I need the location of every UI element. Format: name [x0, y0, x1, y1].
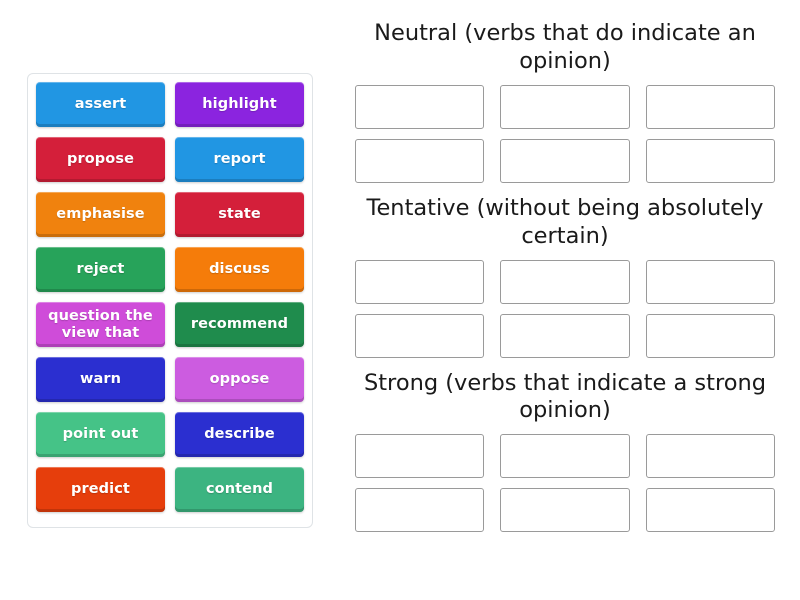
dropzone[interactable] — [355, 434, 485, 479]
word-tile[interactable]: emphasise — [36, 192, 165, 237]
dropzone[interactable] — [500, 259, 630, 304]
dropzone[interactable] — [500, 434, 630, 479]
dropzone-grid — [345, 84, 785, 183]
word-tile-label: highlight — [202, 96, 277, 113]
category-strong: Strong (verbs that indicate a strong opi… — [345, 370, 785, 533]
dropzone[interactable] — [645, 138, 775, 183]
dropzone[interactable] — [500, 313, 630, 358]
word-tile[interactable]: reject — [36, 247, 165, 292]
word-tile[interactable]: describe — [175, 412, 304, 457]
dropzone[interactable] — [355, 138, 485, 183]
word-tile[interactable]: discuss — [175, 247, 304, 292]
dropzone[interactable] — [355, 259, 485, 304]
word-tile[interactable]: assert — [36, 82, 165, 127]
word-tile[interactable]: recommend — [175, 302, 304, 347]
word-tile-panel: assert highlight propose report emphasise sta… — [27, 73, 313, 528]
category-neutral: Neutral (verbs that do indicate an opini… — [345, 20, 785, 183]
word-tile[interactable]: question the view that — [36, 302, 165, 347]
word-tile-label: contend — [205, 481, 274, 498]
word-tile-label: report — [213, 151, 266, 168]
word-tile-label: recommend — [190, 316, 289, 333]
dropzone[interactable] — [355, 313, 485, 358]
dropzone-grid — [345, 259, 785, 358]
dropzone[interactable] — [645, 434, 775, 479]
category-title: Tentative (without being absolutely cert… — [366, 194, 764, 249]
word-tile-label: point out — [62, 426, 139, 443]
word-tile-label: oppose — [209, 371, 270, 388]
word-tile-label: state — [218, 206, 261, 223]
dropzone[interactable] — [645, 259, 775, 304]
word-tile-label: question the view that — [48, 308, 153, 341]
category-title: Strong (verbs that indicate a strong opi… — [363, 369, 767, 424]
word-tile-label: propose — [67, 151, 134, 168]
word-tile-label: assert — [74, 96, 127, 113]
dropzone[interactable] — [645, 488, 775, 533]
word-tile[interactable]: predict — [36, 467, 165, 512]
word-tile[interactable]: warn — [36, 357, 165, 402]
word-tile-label: warn — [79, 371, 122, 388]
dropzone[interactable] — [500, 488, 630, 533]
dropzone[interactable] — [355, 488, 485, 533]
word-tile[interactable]: point out — [36, 412, 165, 457]
word-tile[interactable]: oppose — [175, 357, 304, 402]
dropzone[interactable] — [645, 313, 775, 358]
dropzone[interactable] — [500, 84, 630, 129]
category-list: Neutral (verbs that do indicate an opini… — [345, 20, 785, 544]
word-tile-label: describe — [204, 426, 275, 443]
dropzone-grid — [345, 434, 785, 533]
word-tile[interactable]: contend — [175, 467, 304, 512]
word-tile-label: reject — [76, 261, 125, 278]
dropzone[interactable] — [355, 84, 485, 129]
word-tile-label: discuss — [209, 261, 270, 278]
word-tile-label: emphasise — [56, 206, 145, 223]
word-tile[interactable]: report — [175, 137, 304, 182]
word-tile[interactable]: state — [175, 192, 304, 237]
category-title: Neutral (verbs that do indicate an opini… — [374, 20, 756, 74]
dropzone[interactable] — [500, 138, 630, 183]
category-tentative: Tentative (without being absolutely cert… — [345, 195, 785, 358]
word-tile-label: predict — [71, 481, 130, 498]
word-tile[interactable]: propose — [36, 137, 165, 182]
word-tile[interactable]: highlight — [175, 82, 304, 127]
dropzone[interactable] — [645, 84, 775, 129]
word-tile-grid: assert highlight propose report emphasise sta… — [36, 82, 304, 512]
